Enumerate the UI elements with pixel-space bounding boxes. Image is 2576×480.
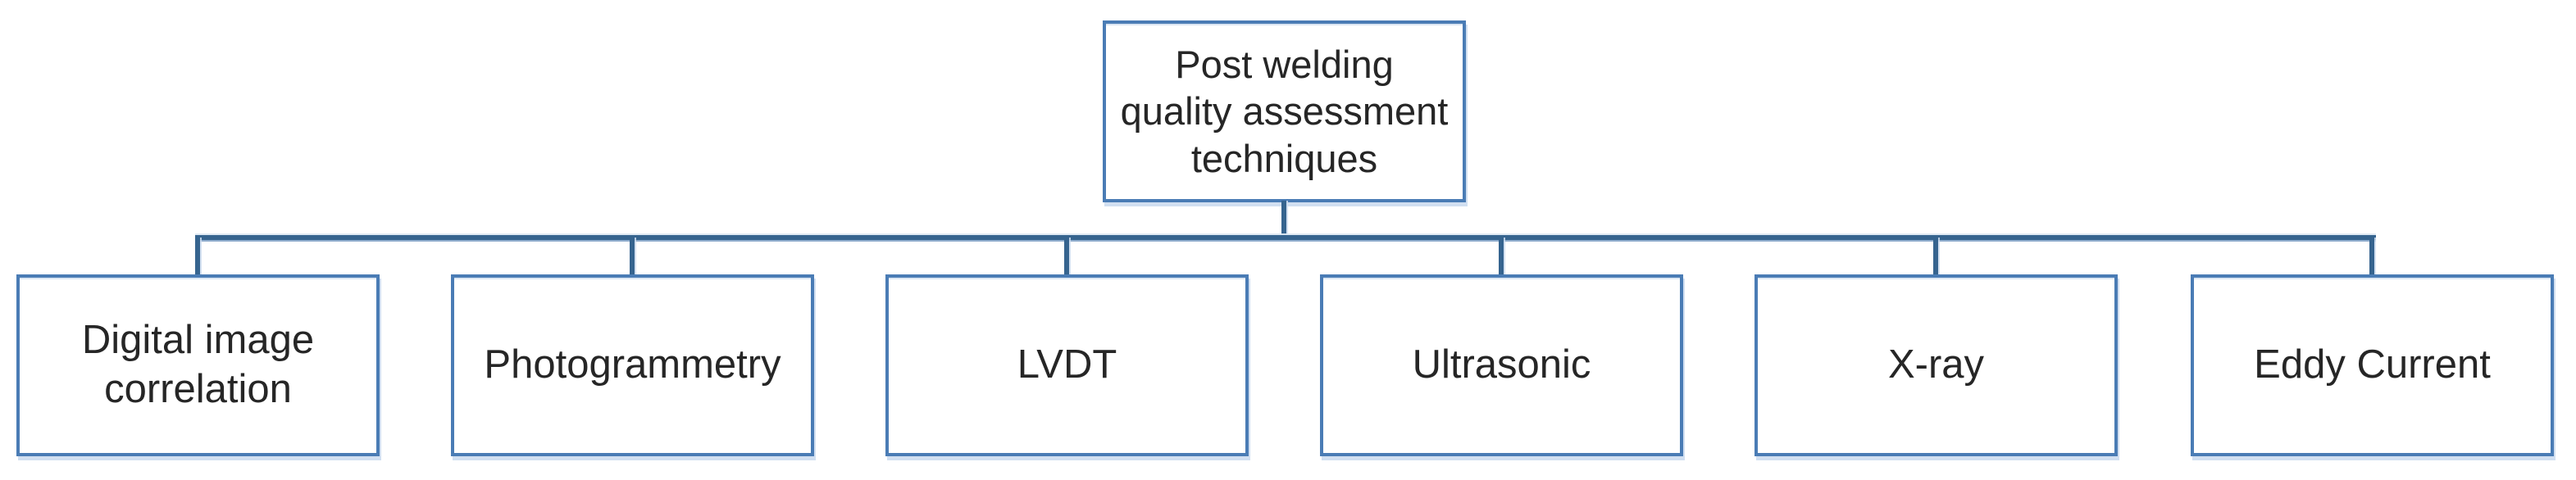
node-x-ray: X-ray [1755,274,2118,456]
node-root-label: Post welding quality assessment techniqu… [1120,43,1449,180]
node-eddy-current: Eddy Current [2191,274,2554,456]
node-label: Photogrammetry [484,342,781,387]
connector-drop-digital-image-correlation [195,238,200,275]
node-label: Digital image correlation [81,318,315,411]
node-root: Post welding quality assessment techniqu… [1103,20,1466,202]
node-label: Ultrasonic [1412,342,1591,387]
connector-drop-ultrasonic [1499,238,1504,275]
node-label: Eddy Current [2254,342,2491,387]
node-ultrasonic: Ultrasonic [1320,274,1683,456]
connector-drop-eddy-current [2369,238,2374,275]
connector-drop-photogrammetry [630,238,635,275]
node-digital-image-correlation: Digital image correlation [16,274,380,456]
node-photogrammetry: Photogrammetry [451,274,814,456]
connector-drop-x-ray [1933,238,1938,275]
connector-horizontal [195,235,2376,240]
node-label: LVDT [1017,342,1117,387]
connector-root-stub [1281,201,1286,238]
node-label: X-ray [1887,342,1985,387]
node-lvdt: LVDT [885,274,1249,456]
connector-drop-lvdt [1064,238,1069,275]
